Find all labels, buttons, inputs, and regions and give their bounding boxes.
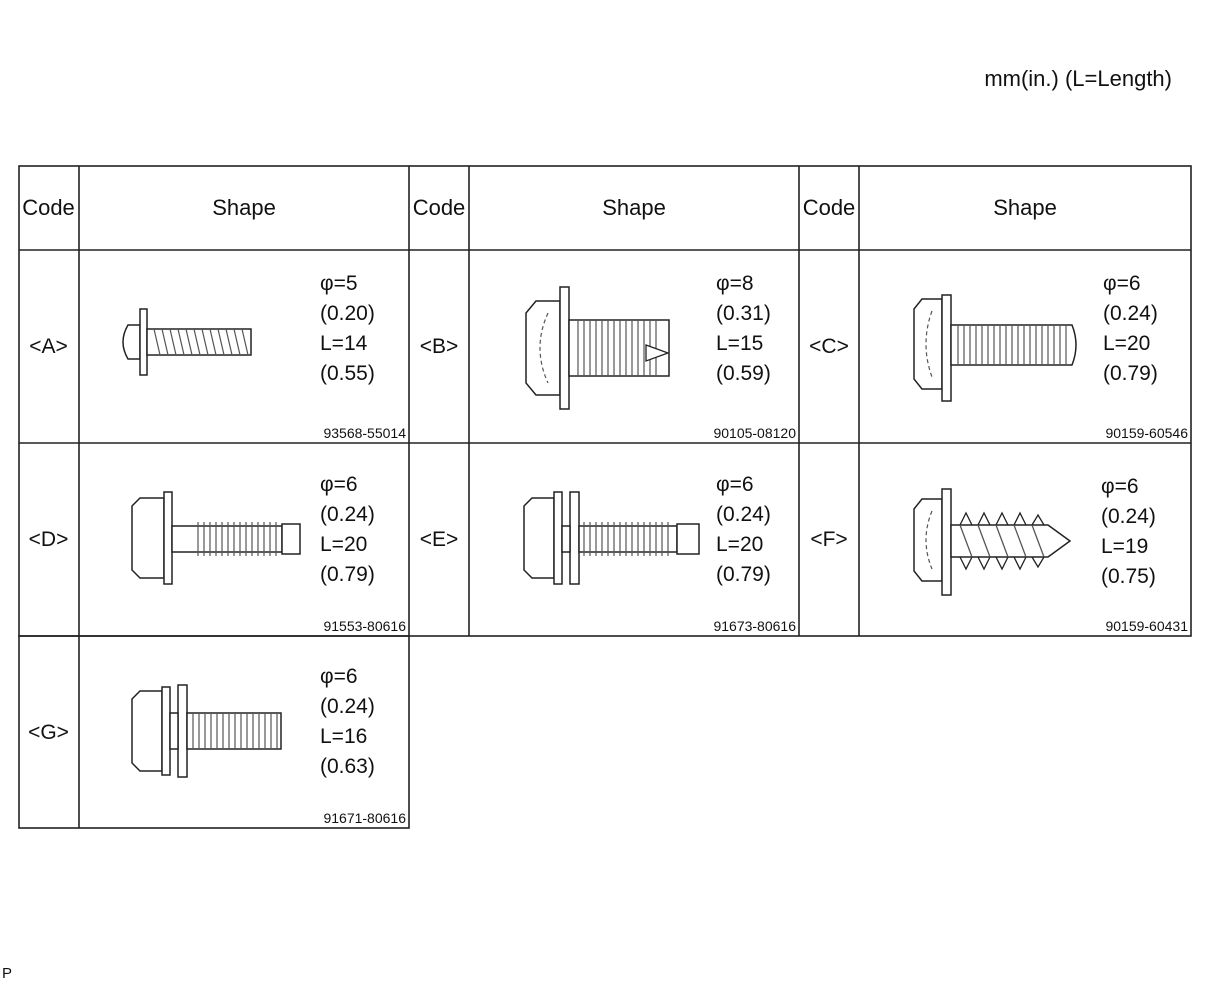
dims-f: φ=6 (0.24) L=19 (0.75) xyxy=(1101,472,1156,592)
part-number-g: 91671-80616 xyxy=(323,810,406,826)
length-in-c: (0.79) xyxy=(1103,362,1158,385)
diameter-a: φ=5 xyxy=(320,272,358,295)
dims-g: φ=6 (0.24) L=16 (0.63) xyxy=(320,662,375,782)
length-in-g: (0.63) xyxy=(320,755,375,778)
length-g: L=16 xyxy=(320,725,368,748)
washer-bolt-icon xyxy=(131,684,282,778)
part-number-b: 90105-08120 xyxy=(713,425,796,441)
header-shape-1: Shape xyxy=(212,195,276,220)
tapping-screw-washer-icon xyxy=(913,294,1077,402)
diameter-in-d: (0.24) xyxy=(320,503,375,526)
units-note: mm(in.) (L=Length) xyxy=(984,66,1172,91)
corner-mark: P xyxy=(2,965,13,982)
diameter-in-g: (0.24) xyxy=(320,695,375,718)
part-number-f: 90159-60431 xyxy=(1105,618,1188,634)
diameter-d: φ=6 xyxy=(320,473,358,496)
diameter-in-c: (0.24) xyxy=(1103,302,1158,325)
code-f: <F> xyxy=(810,528,848,551)
diameter-in-e: (0.24) xyxy=(716,503,771,526)
dims-e: φ=6 (0.24) L=20 (0.79) xyxy=(716,470,771,590)
pan-head-screw-icon xyxy=(122,308,252,376)
header-code-3: Code xyxy=(802,195,856,220)
shape-cell-c xyxy=(908,289,1088,404)
shape-cell-f xyxy=(908,485,1078,600)
length-c: L=20 xyxy=(1103,332,1151,355)
length-in-e: (0.79) xyxy=(716,563,771,586)
length-b: L=15 xyxy=(716,332,764,355)
diameter-in-a: (0.20) xyxy=(320,302,375,325)
part-number-e: 91673-80616 xyxy=(713,618,796,634)
dims-d: φ=6 (0.24) L=20 (0.79) xyxy=(320,470,375,590)
code-d: <D> xyxy=(28,528,69,551)
diameter-e: φ=6 xyxy=(716,473,754,496)
code-g: <G> xyxy=(28,721,69,744)
length-in-d: (0.79) xyxy=(320,563,375,586)
header-shape-2: Shape xyxy=(602,195,666,220)
flange-bolt-large-icon xyxy=(525,286,670,410)
pointed-tapping-screw-icon xyxy=(913,488,1072,596)
part-number-c: 90159-60546 xyxy=(1105,425,1188,441)
length-in-a: (0.55) xyxy=(320,362,375,385)
part-number-a: 93568-55014 xyxy=(323,425,406,441)
diameter-g: φ=6 xyxy=(320,665,358,688)
header-shape-3: Shape xyxy=(993,195,1057,220)
shape-cell-b xyxy=(518,283,678,413)
dims-b: φ=8 (0.31) L=15 (0.59) xyxy=(716,269,771,389)
part-number-d: 91553-80616 xyxy=(323,618,406,634)
fastener-table: Code Shape Code Shape Code Shape <A> φ=5… xyxy=(18,165,1192,829)
code-a: <A> xyxy=(29,335,68,358)
header-code-2: Code xyxy=(412,195,466,220)
length-d: L=20 xyxy=(320,533,368,556)
code-b: <B> xyxy=(419,335,459,358)
flange-bolt-pilot-icon xyxy=(131,491,301,585)
washer-bolt-pilot-icon xyxy=(523,491,700,585)
diameter-c: φ=6 xyxy=(1103,272,1141,295)
diameter-in-f: (0.24) xyxy=(1101,505,1156,528)
shape-cell-a xyxy=(118,297,258,387)
diameter-f: φ=6 xyxy=(1101,475,1139,498)
length-in-f: (0.75) xyxy=(1101,565,1156,588)
dims-a: φ=5 (0.20) L=14 (0.55) xyxy=(320,269,375,389)
diameter-in-b: (0.31) xyxy=(716,302,771,325)
length-f: L=19 xyxy=(1101,535,1149,558)
code-c: <C> xyxy=(809,335,849,358)
table-grid xyxy=(18,165,1192,829)
diameter-b: φ=8 xyxy=(716,272,754,295)
shape-cell-g xyxy=(126,681,296,781)
length-a: L=14 xyxy=(320,332,368,355)
dims-c: φ=6 (0.24) L=20 (0.79) xyxy=(1103,269,1158,389)
length-in-b: (0.59) xyxy=(716,362,771,385)
header-code-1: Code xyxy=(22,195,75,220)
code-e: <E> xyxy=(419,528,459,551)
shape-cell-d xyxy=(126,488,306,588)
length-e: L=20 xyxy=(716,533,764,556)
shape-cell-e xyxy=(518,488,708,588)
